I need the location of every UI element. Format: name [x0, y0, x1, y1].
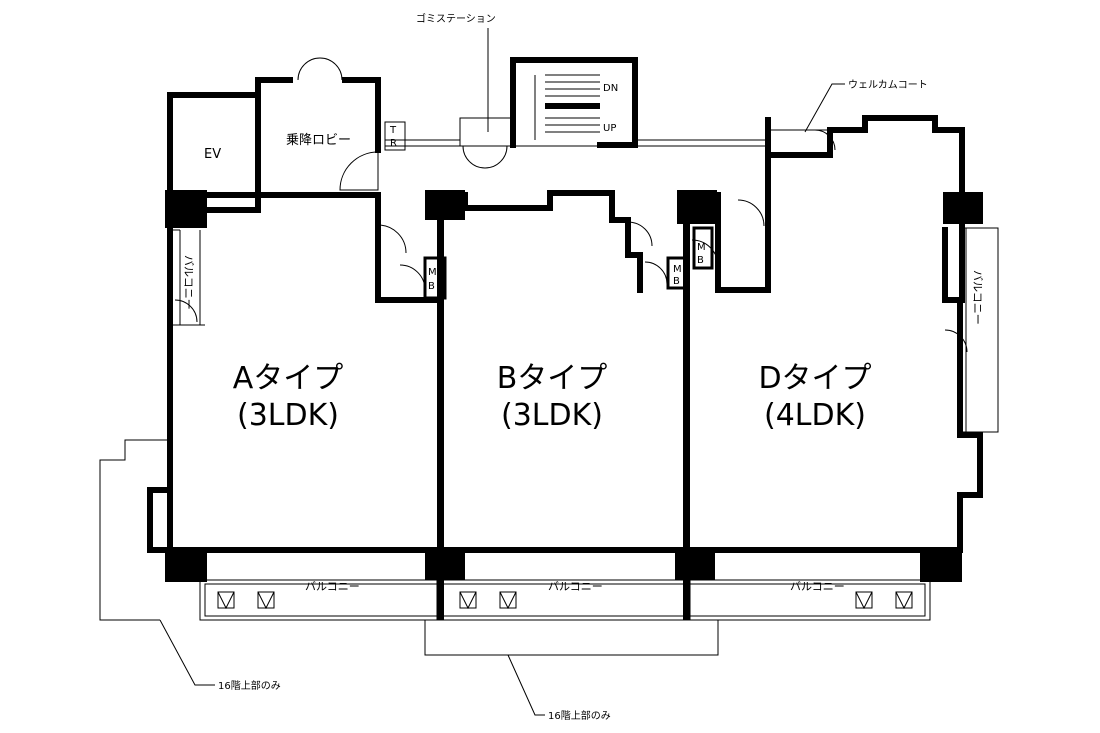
- welcome-court-label: ウェルカムコート: [848, 79, 928, 91]
- lobby-label: 乗降ロビー: [286, 133, 351, 148]
- floor16-center-label: 16階上部のみ: [548, 709, 611, 722]
- east-balcony: [961, 227, 999, 433]
- tr-label-r: R: [390, 138, 397, 149]
- unit-b-type: Bタイプ: [497, 361, 608, 396]
- tr-label-t: T: [389, 125, 397, 136]
- callout-garbage: ゴミステーション: [416, 12, 496, 132]
- mb-d-b: B: [697, 255, 704, 266]
- windows: [170, 139, 920, 549]
- floor16-left-label: 16階上部のみ: [218, 679, 281, 692]
- columns: [165, 190, 983, 582]
- mb-b-m: M: [673, 264, 682, 275]
- small-rooms: [384, 117, 831, 300]
- mb-d-m: M: [697, 242, 706, 253]
- unit-a-layout: (3LDK): [237, 398, 339, 433]
- south-balcony-a-label: バルコニー: [305, 580, 360, 593]
- unit-a-type: Aタイプ: [233, 361, 344, 396]
- callout-welcome: ウェルカムコート: [804, 79, 928, 133]
- unit-d-label: Dタイプ (4LDK): [758, 361, 871, 433]
- exterior-walls: [147, 57, 983, 620]
- door-swings: [174, 57, 968, 353]
- east-balcony-label: バルコニー: [971, 270, 984, 325]
- south-balcony-d-label: バルコニー: [790, 580, 845, 593]
- mb-b-b: B: [673, 276, 680, 287]
- stair-treads: [534, 74, 600, 140]
- stair-dn: DN: [603, 83, 618, 94]
- mb-a-b: B: [428, 281, 435, 292]
- unit-b-layout: (3LDK): [501, 398, 603, 433]
- unit-d-layout: (4LDK): [764, 398, 866, 433]
- unit-b-label: Bタイプ (3LDK): [497, 361, 608, 433]
- south-balcony: [199, 579, 931, 621]
- stair-up: UP: [603, 123, 616, 134]
- west-balcony-label: バルコニー: [182, 255, 195, 310]
- unit-a-label: Aタイプ (3LDK): [233, 361, 344, 433]
- south-balcony-b-label: バルコニー: [548, 580, 603, 593]
- ev-label: EV: [204, 147, 221, 162]
- mb-a-m: M: [428, 267, 437, 278]
- unit-d-type: Dタイプ: [758, 361, 871, 396]
- garbage-station-label: ゴミステーション: [416, 12, 496, 25]
- upper-floor-outline: [99, 439, 719, 716]
